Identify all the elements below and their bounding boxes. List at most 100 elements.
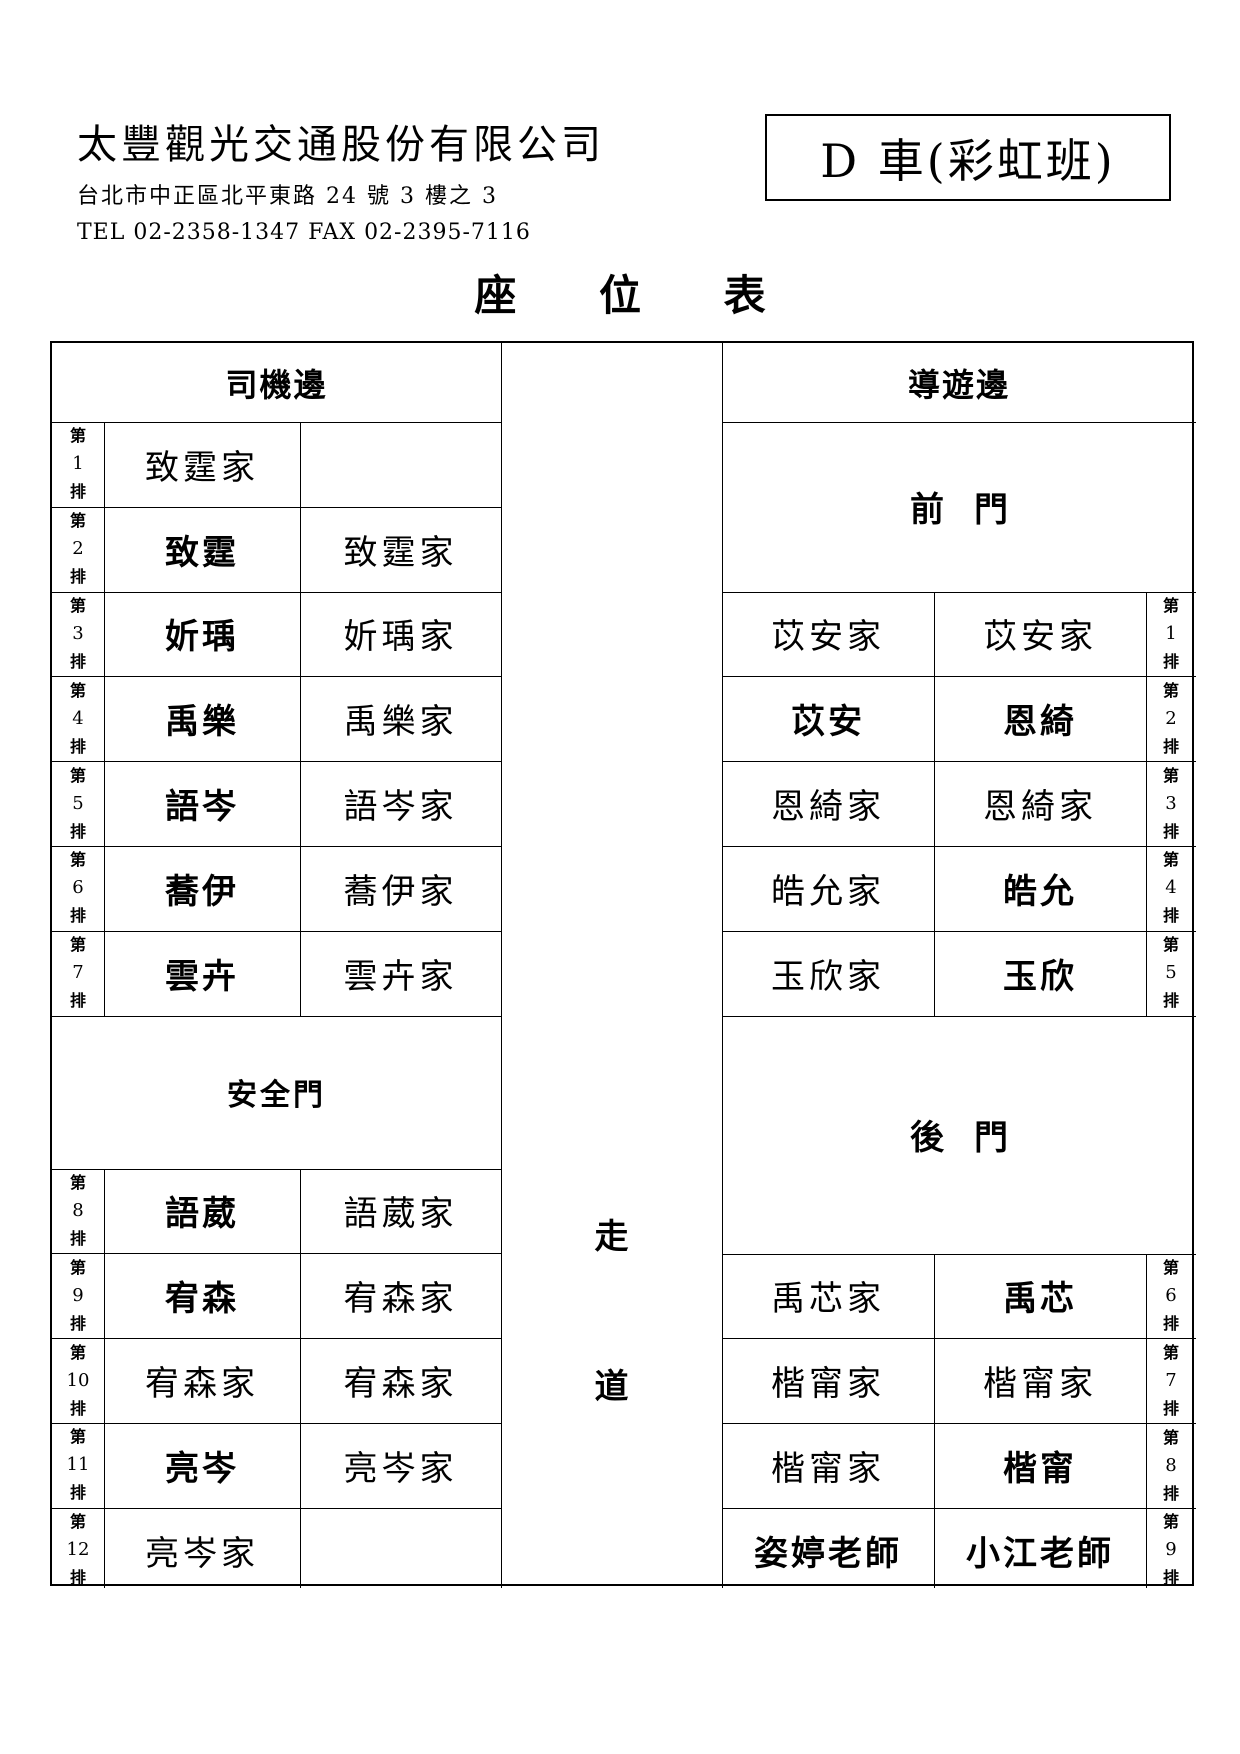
row-label-suffix: 排 <box>69 482 86 502</box>
row-label-suffix: 排 <box>69 906 86 926</box>
seat-cell: 楷甯 <box>1003 1449 1077 1490</box>
row-label-number: 12 <box>66 1539 90 1561</box>
grid-line <box>722 1253 1196 1255</box>
grid-line <box>1146 591 1147 1016</box>
seat-cell: 妡瑀家 <box>343 617 458 658</box>
grid-line <box>722 676 1196 678</box>
row-label-number: 5 <box>72 792 84 814</box>
row-label-prefix: 第 <box>69 935 86 955</box>
grid-line <box>104 1168 105 1588</box>
row-label-prefix: 第 <box>69 595 86 615</box>
grid-line <box>52 761 501 763</box>
grid-line <box>722 930 1196 932</box>
bus-label: D 車(彩虹班) <box>820 133 1116 188</box>
row-label-number: 10 <box>66 1369 90 1391</box>
grid-line <box>501 343 502 1588</box>
page-title: 座 位 表 <box>474 271 800 320</box>
row-label-prefix: 第 <box>69 1512 86 1532</box>
row-label-suffix: 排 <box>1162 1568 1179 1588</box>
seat-cell: 恩綺家 <box>771 787 885 828</box>
driver-side-header: 司機邊 <box>225 365 328 404</box>
row-label-prefix: 第 <box>69 1342 86 1362</box>
seat-cell: 語葳家 <box>343 1194 458 1235</box>
seat-cell: 妡瑀 <box>165 617 239 658</box>
row-label-suffix: 排 <box>1162 1483 1179 1503</box>
row-label-suffix: 排 <box>69 567 86 587</box>
rear-door: 後門 <box>910 1118 1038 1159</box>
row-label-suffix: 排 <box>1162 651 1179 671</box>
grid-line <box>934 1253 935 1588</box>
seat-cell: 楷甯家 <box>771 1449 885 1490</box>
grid-line <box>300 1168 301 1588</box>
row-label-number: 7 <box>72 962 84 984</box>
company-address: 台北市中正區北平東路 24 號 3 樓之 3 <box>77 184 498 209</box>
row-label-prefix: 第 <box>1162 765 1179 785</box>
row-label-prefix: 第 <box>1162 850 1179 870</box>
grid-line <box>52 1423 501 1424</box>
row-label-prefix: 第 <box>1162 1257 1179 1277</box>
row-label-suffix: 排 <box>69 1228 86 1248</box>
row-label: 第 1 排 <box>1146 592 1196 677</box>
seat-cell <box>300 422 501 507</box>
seat-cell <box>300 1508 501 1593</box>
grid-line <box>722 343 723 1588</box>
row-label-suffix: 排 <box>1162 736 1179 756</box>
seat-cell: 玉欣 <box>1003 956 1077 997</box>
row-label-suffix: 排 <box>1162 906 1179 926</box>
grid-line <box>52 1015 501 1017</box>
grid-line <box>722 591 1196 593</box>
seat-cell: 亮岑家 <box>343 1448 458 1489</box>
seat-cell: 禹芯 <box>1003 1279 1077 1320</box>
grid-line <box>722 1508 1196 1509</box>
grid-line <box>300 422 301 1016</box>
row-label-number: 2 <box>72 538 84 560</box>
row-label-prefix: 第 <box>1162 1512 1179 1532</box>
guide-side-header: 導遊邊 <box>907 365 1010 404</box>
row-label: 第 11 排 <box>52 1423 104 1508</box>
row-label-prefix: 第 <box>69 765 86 785</box>
row-label-prefix: 第 <box>1162 595 1179 615</box>
row-label-suffix: 排 <box>69 1398 86 1418</box>
grid-line <box>1146 1253 1147 1588</box>
grid-line <box>722 846 1196 847</box>
row-label-suffix: 排 <box>69 1483 86 1503</box>
grid-line <box>52 591 501 593</box>
row-label-prefix: 第 <box>69 1172 86 1192</box>
bus-label-box: D 車(彩虹班) <box>765 114 1171 201</box>
row-label-suffix: 排 <box>69 991 86 1011</box>
grid-line <box>104 422 105 1016</box>
row-label-number: 4 <box>1165 877 1177 899</box>
grid-line <box>934 591 935 1016</box>
row-label-number: 8 <box>1165 1454 1177 1476</box>
seat-cell: 宥森 <box>165 1279 239 1320</box>
grid-line <box>722 1423 1196 1425</box>
seat-cell: 語岑 <box>165 787 239 828</box>
row-label-number: 8 <box>72 1199 84 1221</box>
row-label-number: 5 <box>1165 962 1177 984</box>
row-label-number: 1 <box>1165 622 1177 644</box>
company-contact: TEL 02-2358-1347 FAX 02-2395-7116 <box>77 220 531 245</box>
row-label-suffix: 排 <box>1162 1398 1179 1418</box>
row-label-suffix: 排 <box>1162 821 1179 841</box>
row-label-number: 11 <box>66 1454 90 1476</box>
grid-line <box>52 1168 501 1170</box>
seat-cell: 禹樂家 <box>343 702 458 743</box>
seat-cell: 亮岑家 <box>145 1533 259 1574</box>
row-label-prefix: 第 <box>69 1257 86 1277</box>
row-label-number: 9 <box>1165 1539 1177 1561</box>
row-label-prefix: 第 <box>69 426 86 446</box>
seat-cell: 亮岑 <box>165 1448 239 1489</box>
seat-cell: 苡安 <box>791 702 865 743</box>
row-label-prefix: 第 <box>69 1427 86 1447</box>
row-label-prefix: 第 <box>69 850 86 870</box>
seat-cell: 雲卉 <box>165 956 239 997</box>
